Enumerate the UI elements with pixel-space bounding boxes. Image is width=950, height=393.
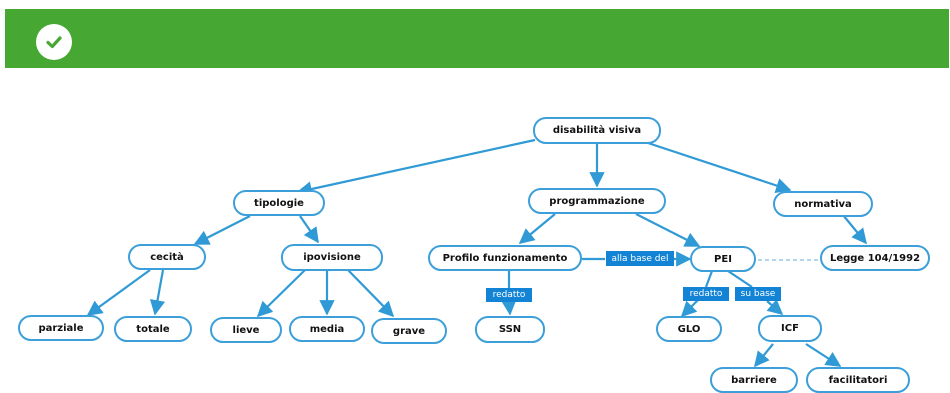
node-cecita: cecità xyxy=(128,244,206,270)
link-label-alla-base-del: alla base del xyxy=(606,251,674,266)
edge-tipologie-cecita xyxy=(193,215,251,245)
edge-icf-facilitatori xyxy=(805,343,842,367)
node-lieve: lieve xyxy=(210,317,282,343)
link-label-redatto: redatto xyxy=(486,288,532,302)
edge-root-tipologie xyxy=(296,138,536,197)
node-profilo-funzionamento: Profilo funzionamento xyxy=(428,245,582,271)
edge-pei-glo xyxy=(680,299,699,318)
node-pei: PEI xyxy=(690,246,756,272)
link-label-redatto-pei: redatto xyxy=(683,287,729,301)
edge-programmazione-profilo xyxy=(518,213,556,244)
edge-tipologie-ipovisione xyxy=(299,215,319,244)
edge-ipovisione-lieve xyxy=(256,269,306,318)
node-ssn: SSN xyxy=(475,316,545,343)
check-circle-icon xyxy=(36,24,72,60)
edge-pei-tag-redatto xyxy=(704,270,714,288)
node-ipovisione: ipovisione xyxy=(281,244,383,271)
node-facilitatori: facilitatori xyxy=(806,367,910,393)
node-normativa: normativa xyxy=(773,191,873,217)
edge-cecita-totale xyxy=(149,269,166,316)
node-barriere: barriere xyxy=(710,367,798,393)
node-legge-104-1992: Legge 104/1992 xyxy=(820,245,930,271)
edge-icf-barriere xyxy=(754,343,774,368)
node-parziale: parziale xyxy=(18,315,104,341)
edge-cecita-parziale xyxy=(86,269,151,316)
node-tipologie: tipologie xyxy=(233,190,325,216)
node-glo: GLO xyxy=(656,316,722,342)
edge-normativa-legge xyxy=(842,214,867,245)
edge-ipovisione-grave xyxy=(347,269,395,318)
edge-programmazione-pei xyxy=(635,213,701,247)
link-label-su-base: su base xyxy=(735,287,781,301)
edge-profilo-ssn xyxy=(501,299,517,316)
edge-pei-icf xyxy=(766,299,784,316)
node-media: media xyxy=(289,316,365,342)
edge-root-normativa xyxy=(644,140,792,193)
node-disabilita-visiva: disabilità visiva xyxy=(533,117,661,144)
edge-pei-tag-subase xyxy=(727,270,753,288)
node-totale: totale xyxy=(114,316,192,342)
header-banner xyxy=(5,9,949,68)
node-programmazione: programmazione xyxy=(528,188,666,214)
node-icf: ICF xyxy=(758,315,822,342)
node-grave: grave xyxy=(371,318,447,344)
